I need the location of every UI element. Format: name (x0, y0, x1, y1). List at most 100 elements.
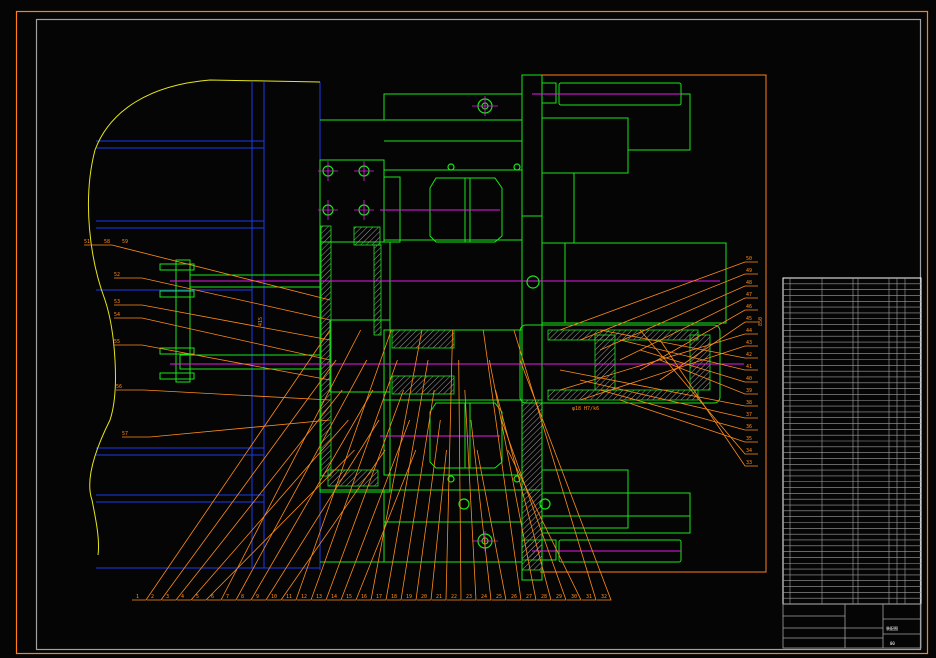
leader-line (476, 449, 507, 601)
leader-line (132, 329, 331, 601)
leader-line (579, 379, 758, 419)
callout-label: 39 (746, 388, 752, 394)
leader-line (619, 399, 758, 443)
bottom-leaders (132, 329, 612, 601)
leader-line (519, 359, 612, 601)
callout-label: 51 (84, 239, 90, 245)
leader-line (297, 359, 398, 601)
callout-label: 30 (571, 594, 577, 600)
callout-label: 1 (136, 594, 139, 600)
leader-line (501, 419, 567, 601)
callout-label: 2 (151, 594, 154, 600)
outer-border (15, 10, 929, 655)
section-hatching (320, 225, 711, 571)
callout-label: 58 (104, 239, 110, 245)
leader-line (482, 329, 522, 601)
leader-line (507, 449, 582, 601)
callout-label: 16 (361, 594, 367, 600)
callout-label: 59 (122, 239, 128, 245)
leader-line (114, 344, 331, 381)
callout-label: 18 (391, 594, 397, 600)
leader-line (470, 419, 492, 601)
callout-label: 28 (541, 594, 547, 600)
leader-line (282, 329, 392, 601)
callout-label: 21 (436, 594, 442, 600)
dimension-vertical-right: 850 (758, 317, 764, 326)
callout-label: 55 (114, 339, 120, 345)
callout-label: 49 (746, 268, 752, 274)
title-block-title: 装配图 (886, 625, 898, 631)
leader-line (237, 389, 374, 601)
leader-line (639, 329, 758, 455)
callout-label: 5 (196, 594, 199, 600)
callout-label: 33 (746, 460, 752, 466)
leader-line (488, 359, 537, 601)
leader-line (619, 339, 758, 371)
callout-label: 20 (421, 594, 427, 600)
leader-line (402, 419, 441, 601)
leader-line (342, 449, 417, 601)
parts-list-table (782, 277, 922, 605)
callout-label: 29 (556, 594, 562, 600)
leader-line (312, 389, 404, 601)
leader-line (252, 419, 380, 601)
inner-border (35, 18, 922, 651)
callout-label: 44 (746, 328, 752, 334)
leader-line (495, 389, 552, 601)
callout-label: 52 (114, 272, 120, 278)
leader-line (639, 309, 758, 371)
leader-line (619, 297, 758, 361)
callout-label: 26 (511, 594, 517, 600)
callout-label: 53 (114, 299, 120, 305)
callout-label: 31 (586, 594, 592, 600)
leader-line (357, 329, 423, 601)
callout-label: 47 (746, 292, 752, 298)
leader-line (559, 261, 758, 331)
callout-label: 41 (746, 364, 752, 370)
callout-label: 56 (116, 384, 122, 390)
bolt-holes (318, 96, 551, 551)
leader-line (116, 389, 331, 401)
callout-label: 38 (746, 400, 752, 406)
callout-label: 11 (286, 594, 292, 600)
callout-label: 42 (746, 352, 752, 358)
leader-line (114, 277, 331, 321)
leader-line (84, 244, 331, 301)
callout-label: 32 (601, 594, 607, 600)
callout-label: 13 (316, 594, 322, 600)
callout-label: 17 (376, 594, 382, 600)
leader-line (559, 333, 758, 391)
callout-label: 12 (301, 594, 307, 600)
callout-label: 54 (114, 312, 120, 318)
leader-line (417, 449, 447, 601)
callout-label: 36 (746, 424, 752, 430)
leader-line (222, 359, 368, 601)
leader-line (114, 304, 331, 341)
callout-label: 10 (271, 594, 277, 600)
callout-label: 3 (166, 594, 169, 600)
callout-label: 22 (451, 594, 457, 600)
leader-line (122, 419, 331, 438)
callout-label: 6 (211, 594, 214, 600)
callout-label: 8 (241, 594, 244, 600)
leader-line (267, 449, 386, 601)
leader-line (599, 389, 758, 431)
callout-label: 24 (481, 594, 487, 600)
callout-label: 37 (746, 412, 752, 418)
callout-label: 48 (746, 280, 752, 286)
callout-label: 43 (746, 340, 752, 346)
leader-line (513, 329, 597, 601)
leader-line (579, 345, 758, 401)
callout-label: 45 (746, 316, 752, 322)
dimension-vertical-left: 415 (258, 317, 264, 326)
leader-line (559, 369, 758, 407)
callout-label: 19 (406, 594, 412, 600)
title-block (782, 603, 922, 649)
callout-label: 4 (181, 594, 184, 600)
callout-label: 46 (746, 304, 752, 310)
cover-outline (540, 74, 767, 573)
leader-line (114, 317, 331, 361)
